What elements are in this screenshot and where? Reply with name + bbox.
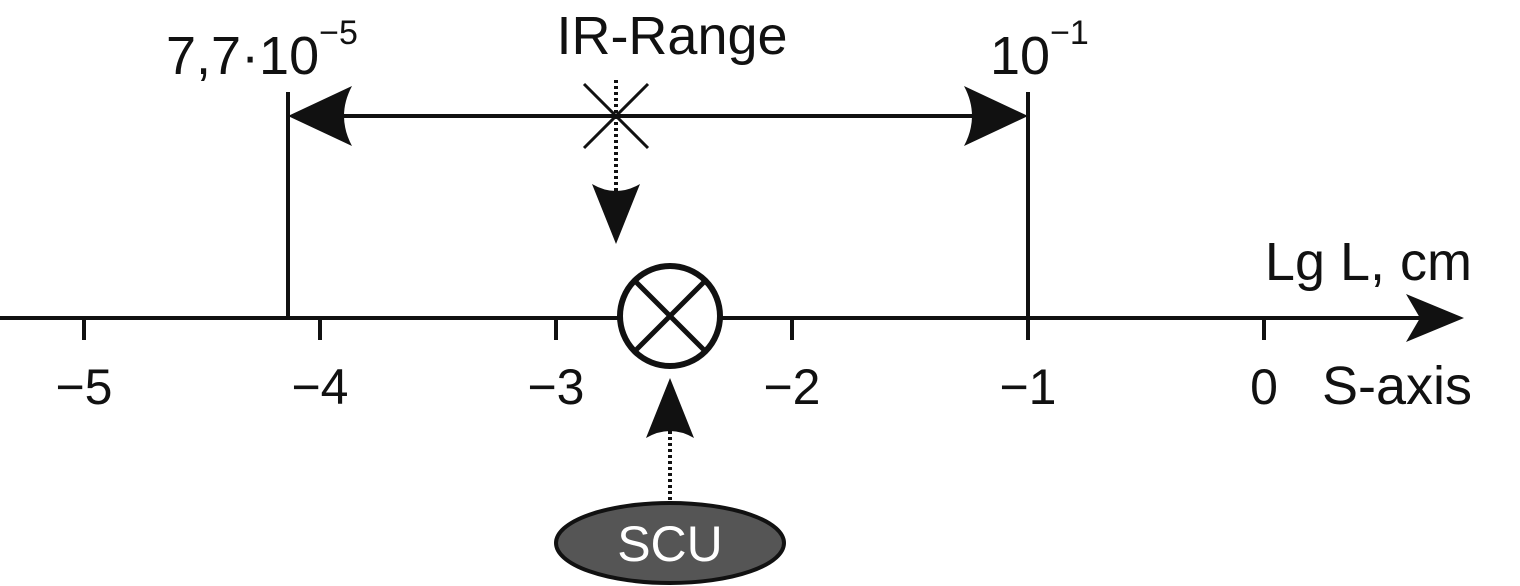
scu-ellipse	[554, 501, 786, 585]
range-title: IR-Range	[556, 6, 787, 66]
axis-bottom-label: S-axis	[1322, 356, 1472, 416]
tick-label-minus-1: −1	[999, 359, 1056, 415]
projection-arrowhead-down	[592, 184, 640, 244]
scu-label: SCU	[617, 516, 723, 572]
range-arrow-right-head	[964, 86, 1028, 146]
crossed-circle-icon	[617, 263, 723, 369]
range-arrow-left-head	[288, 86, 352, 146]
left-bound-base: 7,7·10	[166, 26, 319, 86]
tick-label-minus-5: −5	[55, 359, 112, 415]
s-axis-arrowhead	[1406, 294, 1464, 342]
right-bound-label: 10−1	[990, 14, 1089, 86]
tick-label-minus-2: −2	[763, 359, 820, 415]
scu-arrowhead-up	[646, 378, 694, 438]
axis-ticks	[82, 318, 1266, 340]
left-bound-label: 7,7·10−5	[166, 14, 358, 86]
right-bound-base: 10	[990, 26, 1050, 86]
tick-label-zero: 0	[1250, 359, 1278, 415]
left-bound-exponent: −5	[319, 14, 358, 52]
axis-top-label: Lg L, cm	[1265, 232, 1472, 292]
right-bound-exponent: −1	[1050, 14, 1089, 52]
tick-label-minus-4: −4	[291, 359, 348, 415]
tick-label-minus-3: −3	[527, 359, 584, 415]
